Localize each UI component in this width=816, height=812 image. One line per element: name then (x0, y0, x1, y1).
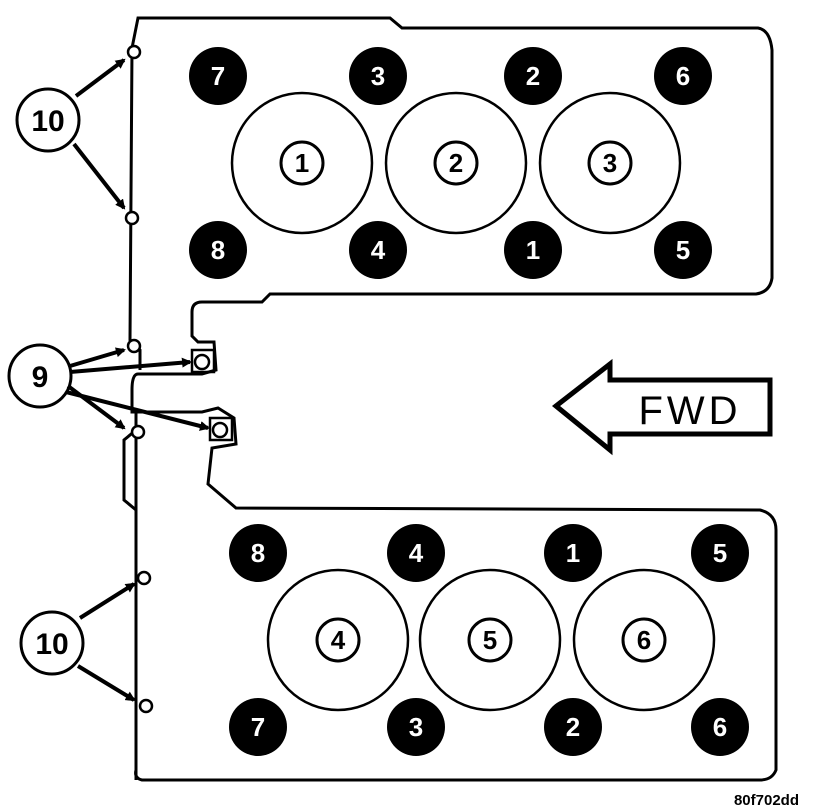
bolt-sequence-number: 6 (713, 712, 727, 742)
bolt-sequence-number: 1 (566, 538, 580, 568)
bolt-sequence-number: 7 (211, 61, 225, 91)
bolt-sequence-number: 3 (409, 712, 423, 742)
cylinder-label: 6 (637, 625, 651, 655)
head-gasket-outline-left (122, 47, 142, 780)
bolt-sequence-number: 8 (251, 538, 265, 568)
bolt-sequence-number: 1 (526, 235, 540, 265)
callout-10-lower (19, 582, 136, 702)
callout-label: 10 (35, 628, 68, 661)
bolt-sequence-number: 6 (676, 61, 690, 91)
bolt-sequence-number: 4 (371, 235, 386, 265)
upper-bolt-markers (189, 47, 712, 279)
forward-direction-label: FWD (638, 389, 741, 433)
bolt-sequence-number: 8 (211, 235, 225, 265)
head-gasket-outline (130, 16, 778, 782)
cylinder-label: 2 (449, 148, 463, 178)
figure-reference-code: 80f702dd (734, 792, 799, 809)
lower-cylinder-bores (266, 568, 716, 712)
bolt-sequence-number: 2 (526, 61, 540, 91)
bolt-sequence-number: 5 (713, 538, 727, 568)
callout-label: 10 (31, 105, 64, 138)
bolt-sequence-number: 7 (251, 712, 265, 742)
forward-direction-arrow (551, 358, 773, 456)
cylinder-label: 4 (331, 625, 346, 655)
small-bolt-holes (124, 44, 234, 714)
cylinder-label: 3 (603, 148, 617, 178)
bolt-sequence-number: 3 (371, 61, 385, 91)
upper-cylinder-bores (230, 91, 682, 235)
bolt-sequence-number: 4 (409, 538, 424, 568)
cylinder-label: 1 (295, 148, 309, 178)
bolt-sequence-number: 2 (566, 712, 580, 742)
callout-10-upper (15, 58, 126, 210)
callout-9 (7, 343, 210, 431)
cylinder-label: 5 (483, 625, 497, 655)
lower-bolt-markers (229, 524, 749, 756)
bolt-sequence-number: 5 (676, 235, 690, 265)
callout-label: 9 (32, 361, 49, 394)
